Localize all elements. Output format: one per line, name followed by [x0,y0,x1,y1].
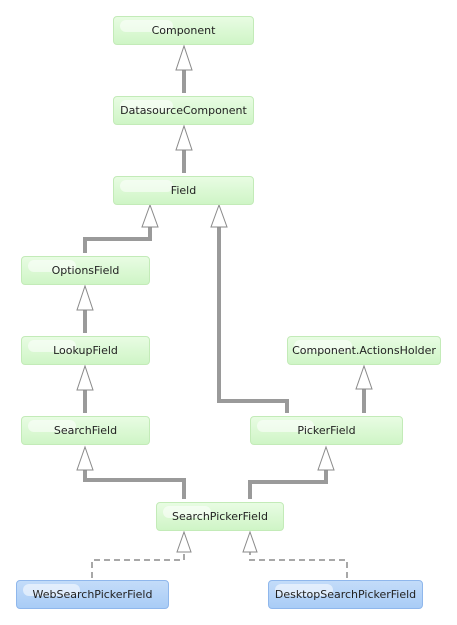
arrowhead-field-right [210,203,228,228]
node-label: LookupField [53,344,118,357]
node-label: Component [151,24,216,37]
edge-options-to-field [83,227,152,253]
node-search-field: SearchField [21,416,150,445]
arrowhead-searchpicker-left [176,530,192,553]
arrowhead-search [76,445,94,471]
node-desktop-search-picker-field: DesktopSearchPickerField [268,580,423,609]
node-search-picker-field: SearchPickerField [156,502,284,531]
node-actions-holder: Component.ActionsHolder [287,336,441,365]
edge-picker-to-field [217,227,289,413]
node-web-search-picker-field: WebSearchPickerField [16,580,169,609]
arrowhead-datasource [175,124,193,151]
node-component: Component [113,16,254,45]
node-label: Component.ActionsHolder [292,344,436,357]
node-label: OptionsField [51,264,120,277]
arrowhead-picker [317,445,335,471]
edge-searchpicker-to-picker [248,470,328,499]
edge-desktop-to-searchpicker [249,552,348,578]
node-lookup-field: LookupField [21,336,150,365]
node-picker-field: PickerField [250,416,403,445]
edge-web-to-searchpicker [91,552,185,578]
node-label: WebSearchPickerField [32,588,153,601]
node-label: PickerField [297,424,356,437]
arrowhead-options [76,284,94,311]
edge-searchpicker-to-search [83,470,186,499]
node-field: Field [113,176,254,205]
node-label: DesktopSearchPickerField [274,588,417,601]
node-datasource-component: DatasourceComponent [113,96,254,125]
arrowhead-field-left [141,203,159,228]
node-options-field: OptionsField [21,256,150,285]
node-label: SearchField [53,424,118,437]
arrowhead-component [175,44,193,71]
node-label: SearchPickerField [172,510,268,523]
arrowhead-lookup [76,364,94,391]
node-label: DatasourceComponent [120,104,247,117]
arrowhead-actionsholder [355,364,373,390]
node-label: Field [170,184,197,197]
arrowhead-searchpicker-right [242,530,258,553]
